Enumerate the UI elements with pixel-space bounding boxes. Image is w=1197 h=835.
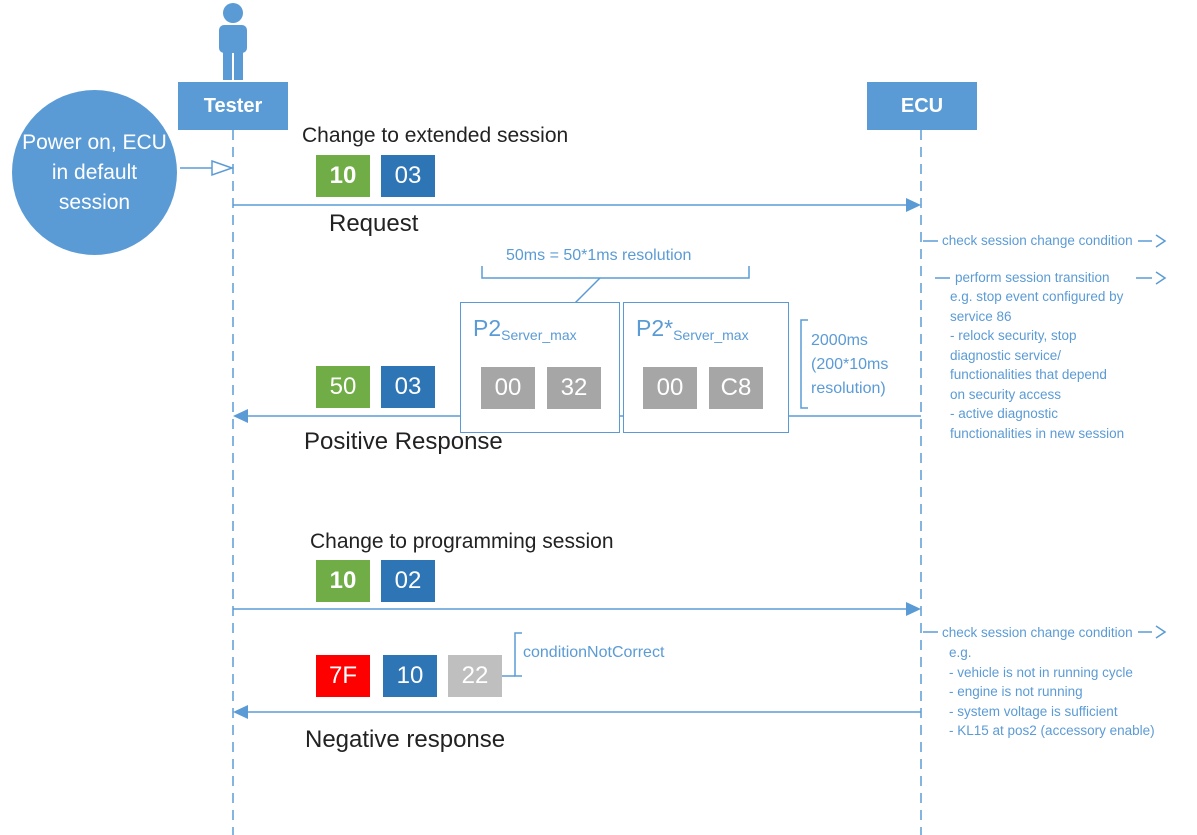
pos-resp-subfunction-byte: 03	[381, 366, 435, 408]
prog-subfunction-byte: 02	[381, 560, 435, 602]
ecu-note-perform-transition: perform session transition	[955, 270, 1110, 285]
p2star-note: 2000ms (200*10ms resolution)	[811, 332, 889, 397]
p2star-byte-low: C8	[709, 367, 763, 409]
ecu-header: ECU	[867, 82, 977, 130]
tester-header: Tester	[178, 82, 288, 130]
person-icon	[219, 3, 247, 80]
programming-session-title: Change to programming session	[310, 530, 614, 553]
p2star-server-max-box: P2*Server_max 00 C8	[623, 302, 789, 433]
start-arrowhead	[211, 159, 235, 177]
start-state-circle: Power on, ECU in default session	[12, 90, 177, 255]
ext-subfunction-byte: 03	[381, 155, 435, 197]
p2-title: P2Server_max	[473, 315, 577, 343]
p2star-byte-high: 00	[643, 367, 697, 409]
p2star-title: P2*Server_max	[636, 315, 749, 343]
timing-label: 50ms = 50*1ms resolution	[506, 247, 692, 264]
p2-byte-high: 00	[481, 367, 535, 409]
neg-resp-sid-byte: 7F	[316, 655, 370, 697]
ext-sid-byte: 10	[316, 155, 370, 197]
nrc-bracket	[514, 632, 522, 677]
p2-server-max-box: P2Server_max 00 32	[460, 302, 620, 433]
ecu-note-check-condition: check session change condition	[942, 233, 1133, 248]
start-state-text: Power on, ECU in default session	[22, 130, 167, 214]
p2star-bracket	[800, 319, 808, 409]
request-label: Request	[329, 210, 419, 237]
ecu-note-perform-details: e.g. stop event configured by service 86…	[950, 289, 1125, 441]
negative-response-label: Negative response	[305, 726, 506, 753]
extended-session-title: Change to extended session	[302, 124, 569, 147]
ecu-note-check-details: e.g. - vehicle is not in running cycle -…	[949, 645, 1155, 738]
neg-resp-nrc-byte: 22	[448, 655, 502, 697]
pos-resp-sid-byte: 50	[316, 366, 370, 408]
timing-brace	[481, 266, 750, 279]
positive-response-label: Positive Response	[304, 428, 503, 455]
p2-byte-low: 32	[547, 367, 601, 409]
prog-sid-byte: 10	[316, 560, 370, 602]
neg-resp-request-sid-byte: 10	[383, 655, 437, 697]
nrc-label: conditionNotCorrect	[523, 644, 665, 661]
ecu-note-check-condition-2: check session change condition	[942, 625, 1133, 640]
